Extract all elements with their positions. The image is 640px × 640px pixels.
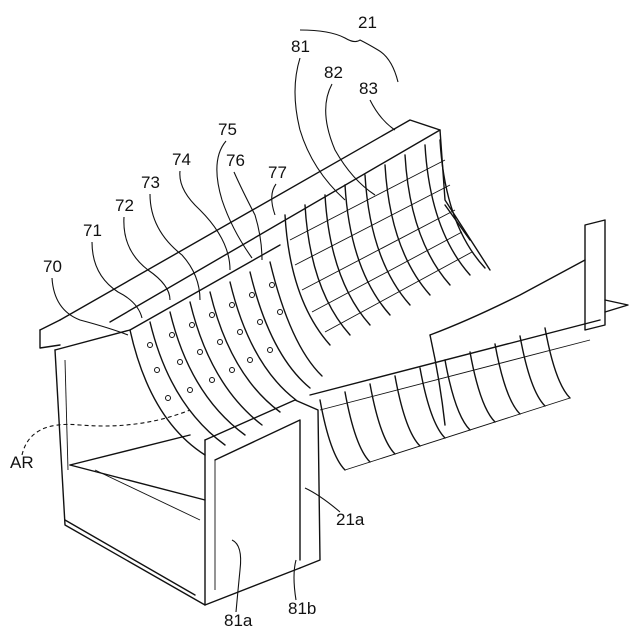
label-82: 82 xyxy=(324,63,343,82)
label-81: 81 xyxy=(291,37,310,56)
label-71: 71 xyxy=(83,221,102,240)
label-21a: 21a xyxy=(336,510,365,529)
label-74: 74 xyxy=(172,150,191,169)
reference-labels: 21 81 82 83 75 74 76 77 73 72 71 70 AR 2… xyxy=(10,13,378,630)
label-81a: 81a xyxy=(224,611,253,630)
grid-concave xyxy=(285,140,485,345)
label-76: 76 xyxy=(226,151,245,170)
frame-structure xyxy=(40,120,628,605)
lower-cage xyxy=(320,260,585,470)
label-70: 70 xyxy=(43,257,62,276)
label-73: 73 xyxy=(141,173,160,192)
label-75: 75 xyxy=(218,120,237,139)
label-72: 72 xyxy=(115,196,134,215)
label-83: 83 xyxy=(359,79,378,98)
label-21: 21 xyxy=(358,13,377,32)
brace-21 xyxy=(300,30,398,82)
label-81b: 81b xyxy=(288,599,316,618)
label-77: 77 xyxy=(268,163,287,182)
label-AR: AR xyxy=(10,453,34,472)
